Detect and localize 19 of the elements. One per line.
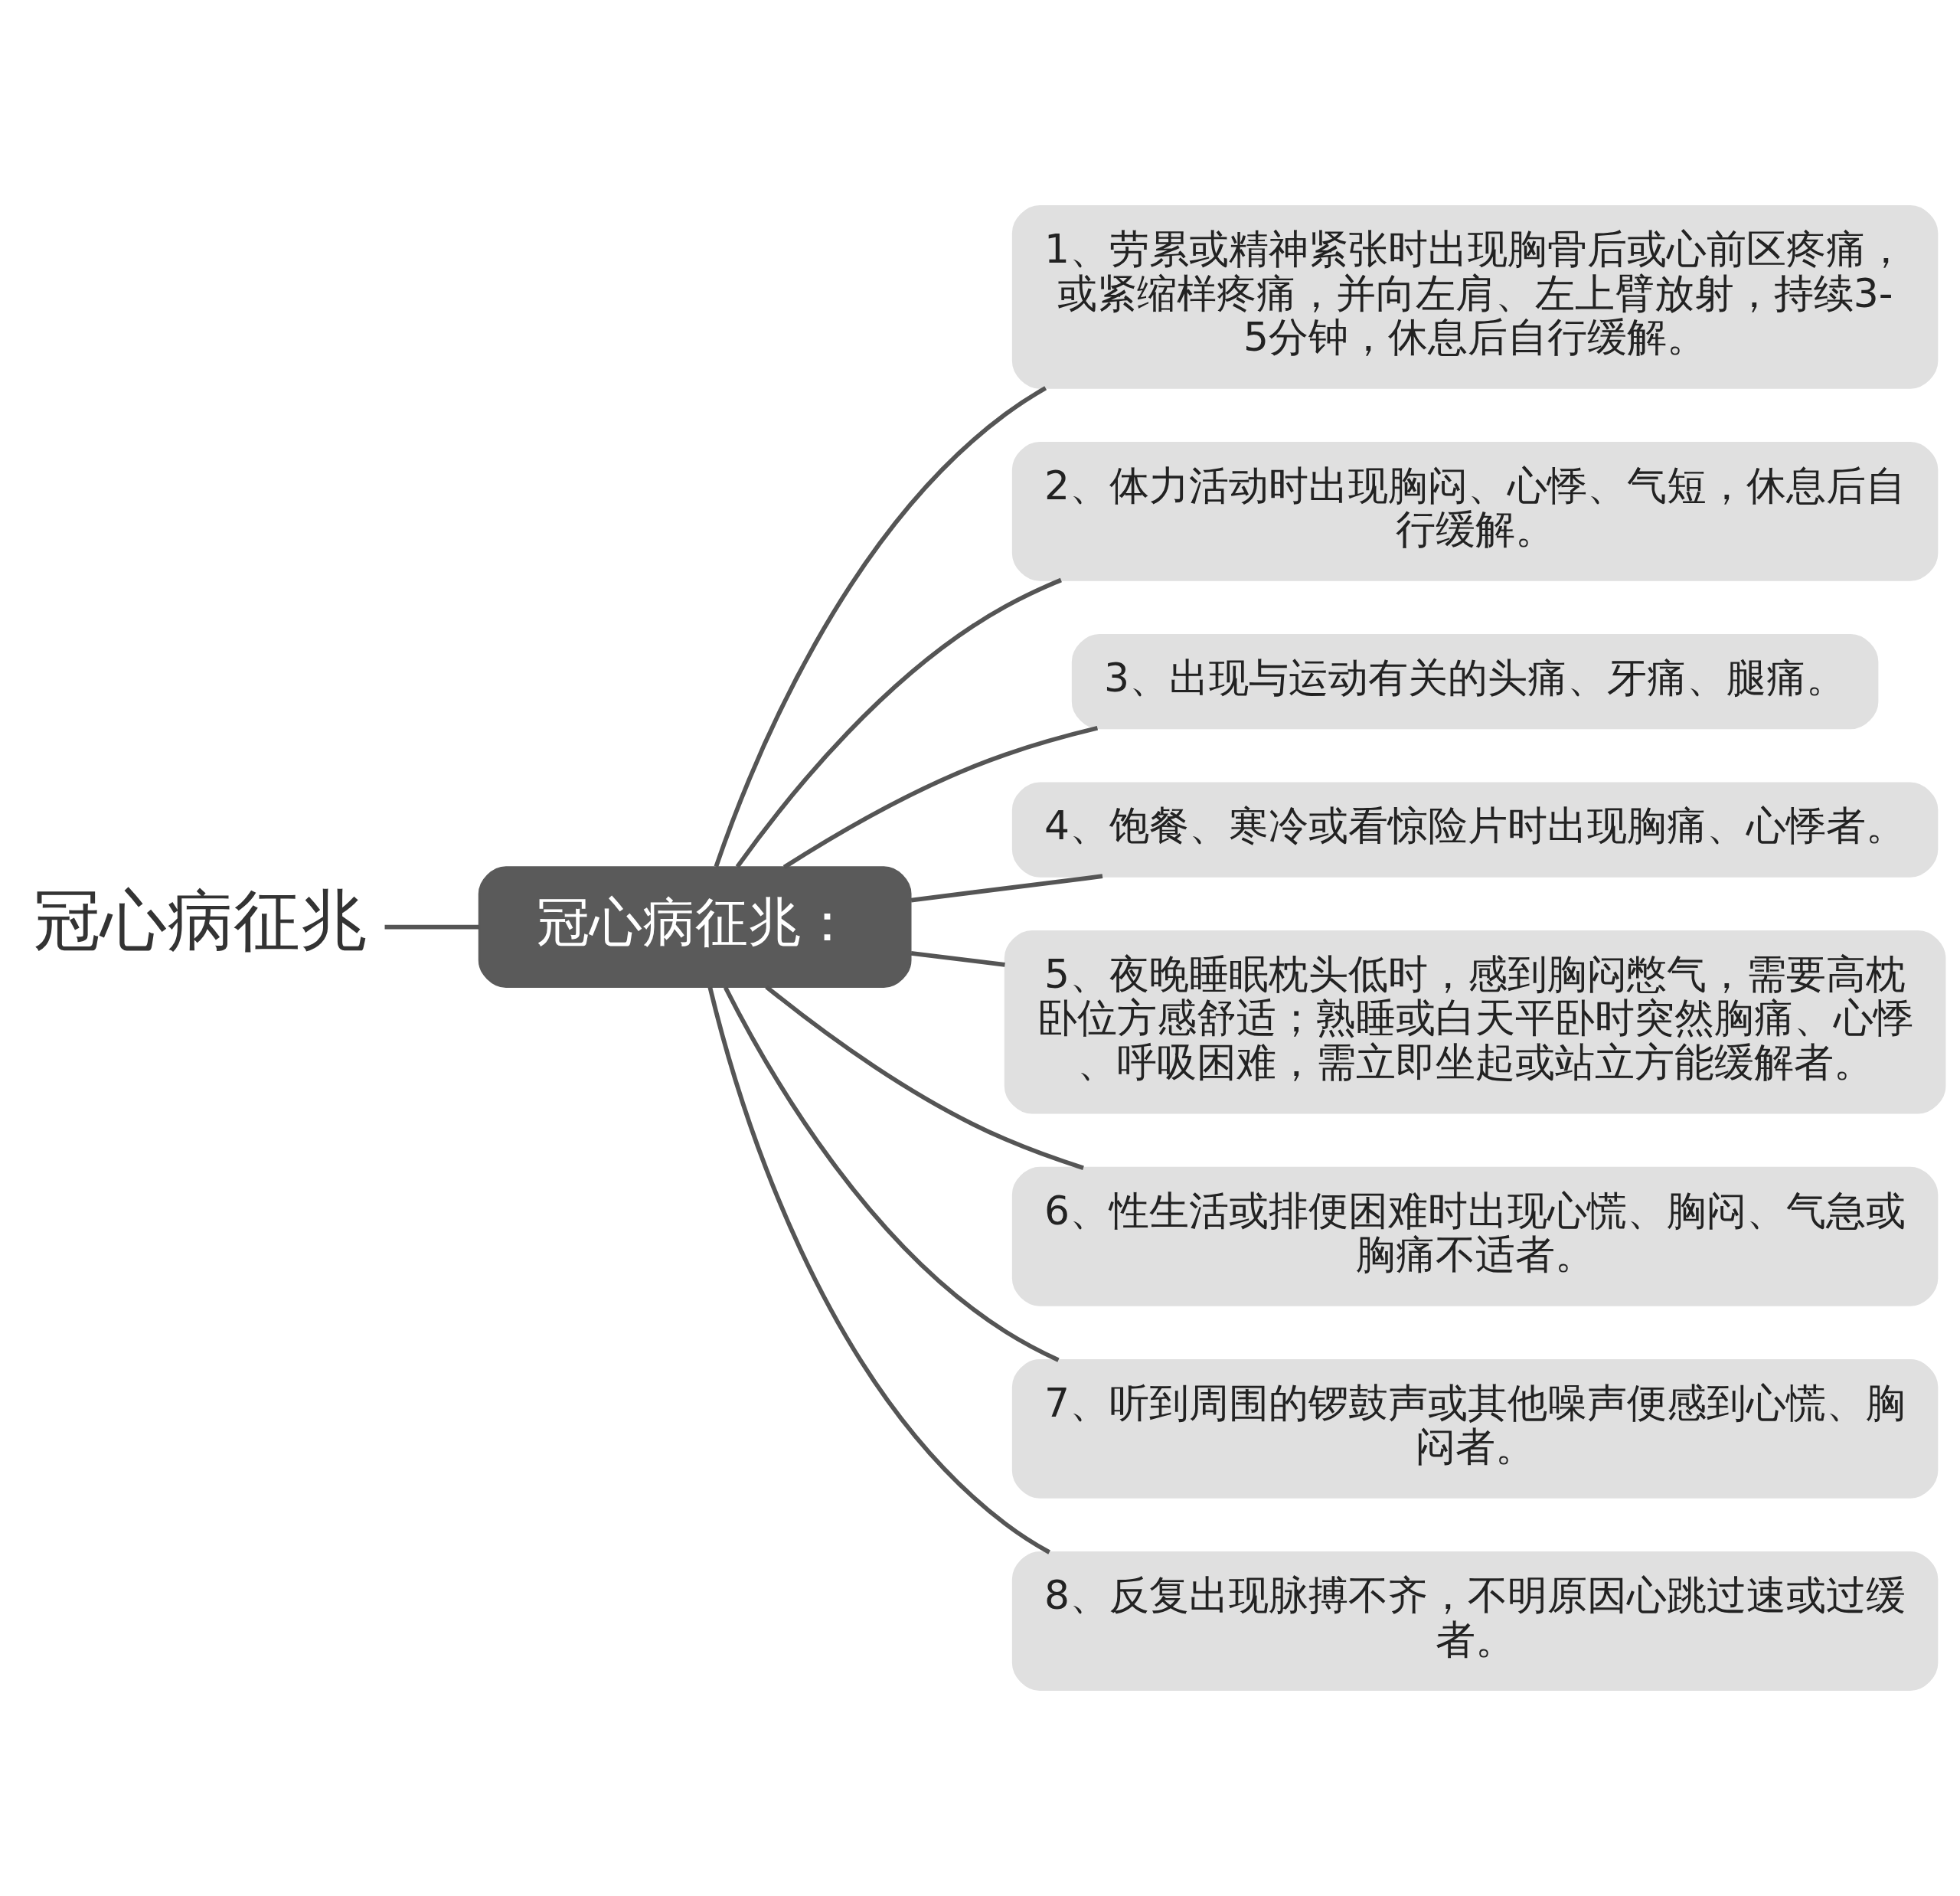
connector xyxy=(782,726,1099,869)
connector xyxy=(723,986,1060,1362)
connector xyxy=(910,950,1005,967)
node-box: 冠心病征兆： xyxy=(478,866,912,988)
node-text: 冠心病征兆 xyxy=(33,882,367,959)
connector xyxy=(765,985,1084,1170)
node-box: 7、听到周围的锣鼓声或其他噪声便感到心慌、胸闷者。 xyxy=(1011,1358,1939,1499)
connector xyxy=(735,577,1062,868)
node-box: 3、出现与运动有关的头痛、牙痛、腿痛。 xyxy=(1071,634,1879,730)
node-box: 4、饱餐、寒冷或看惊险片时出现胸痛、心悸者。 xyxy=(1011,782,1939,878)
node-box: 1、劳累或精神紧张时出现胸骨后或心前区疼痛，或紧缩样疼痛，并向左肩、左上臂放射，持续3-5分钟，休息后自行缓解。 xyxy=(1011,205,1939,389)
connector xyxy=(384,924,479,930)
node-box: 5、夜晚睡眠枕头低时，感到胸闷憋气，需要高枕卧位方感舒适；熟睡或白天平卧时突然胸痛、心悸、呼吸困难，需立即坐起或站立方能缓解者。 xyxy=(1004,930,1946,1114)
connector xyxy=(714,386,1047,868)
node-box: 6、性生活或排便困难时出现心慌、胸闷、气急或胸痛不适者。 xyxy=(1011,1166,1939,1306)
connector xyxy=(707,986,1051,1554)
node-box: 2、体力活动时出现胸闷、心悸、气短，休息后自行缓解。 xyxy=(1011,441,1939,581)
node-box: 8、反复出现脉搏不齐，不明原因心跳过速或过缓者。 xyxy=(1011,1551,1939,1691)
connector xyxy=(910,874,1103,903)
